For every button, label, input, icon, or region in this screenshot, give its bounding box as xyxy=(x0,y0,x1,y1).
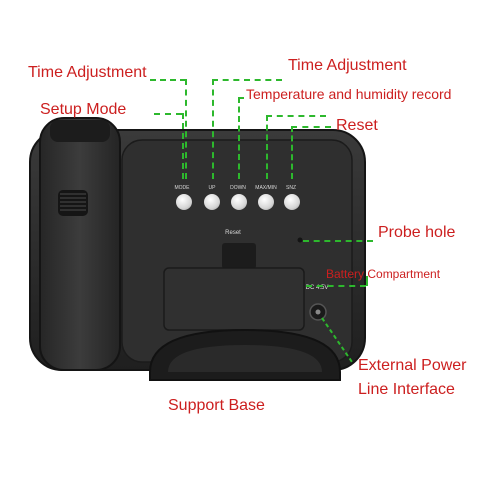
button-label-down: DOWN xyxy=(230,185,246,191)
button-label-maxmin: MAX/MIN xyxy=(255,185,277,191)
label-probe-hole: Probe hole xyxy=(378,224,456,241)
label-line-interface: Line Interface xyxy=(358,381,455,398)
device-reset-text: Reset xyxy=(225,230,241,236)
label-external-power: External Power xyxy=(358,357,467,374)
snz-button xyxy=(284,194,300,210)
projector-lens-cap xyxy=(50,120,110,142)
leader-maxmin-h xyxy=(266,115,326,117)
leader-setup-v xyxy=(182,113,184,179)
down-button xyxy=(231,194,247,210)
leader-temp-h xyxy=(238,97,244,99)
projector-arm xyxy=(39,117,121,371)
label-temperature-humidity: Temperature and humidity record xyxy=(246,86,452,102)
leader-time-adj-left-h xyxy=(150,79,186,81)
leader-reset-h xyxy=(291,126,331,128)
label-battery-compartment: Battery Compartment xyxy=(326,267,441,281)
label-setup-mode: Setup Mode xyxy=(40,101,127,118)
mode-button xyxy=(176,194,192,210)
label-support-base: Support Base xyxy=(168,397,265,414)
leader-time-adj-right-v xyxy=(212,79,214,179)
leader-time-adj-right-h xyxy=(212,79,282,81)
button-label-up: UP xyxy=(208,185,216,191)
probe-hole xyxy=(297,237,303,243)
leader-setup-h xyxy=(154,113,182,115)
button-label-snz: SNZ xyxy=(286,185,296,191)
leader-time-adj-left-v xyxy=(185,79,187,179)
leader-probe-h xyxy=(303,240,373,242)
leader-temp-v xyxy=(238,97,240,179)
leader-reset-v xyxy=(291,126,293,179)
label-reset: Reset xyxy=(336,117,378,134)
maxmin-button xyxy=(258,194,274,210)
leader-maxmin-v xyxy=(266,115,268,179)
dc-voltage-text: DC 4.5V xyxy=(305,285,329,291)
up-button xyxy=(204,194,220,210)
leader-battery-h xyxy=(306,285,366,287)
hanging-hook xyxy=(222,243,256,269)
label-time-adjustment-left: Time Adjustment xyxy=(28,64,147,81)
label-time-adjustment-right: Time Adjustment xyxy=(288,57,407,74)
button-label-mode: MODE xyxy=(174,185,190,191)
leader-battery-v xyxy=(366,276,368,286)
